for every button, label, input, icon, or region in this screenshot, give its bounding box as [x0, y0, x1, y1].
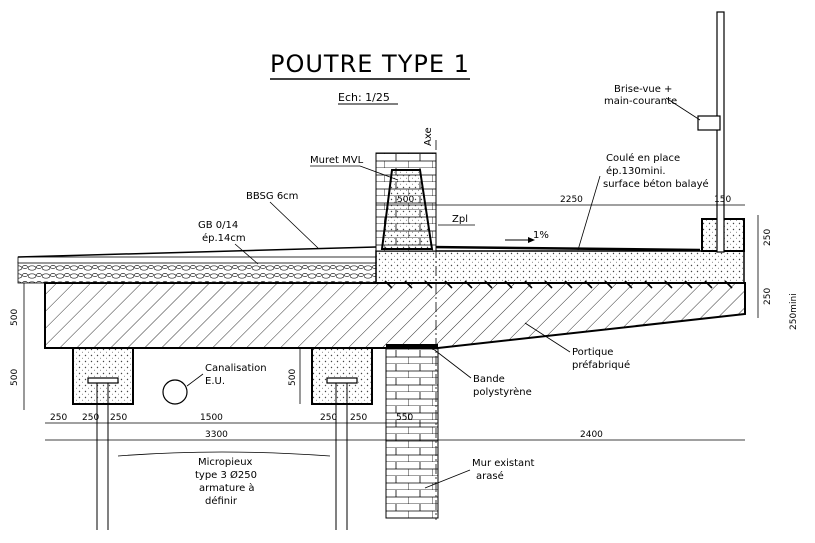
- leader-portique: [524, 322, 571, 353]
- dim-250-b: 250: [82, 413, 99, 423]
- leader-bande: [431, 347, 472, 379]
- label-micro-4: définir: [205, 495, 238, 507]
- leader-coule: [577, 175, 601, 251]
- label-micro-2: type 3 Ø250: [195, 469, 257, 481]
- railing-post: [716, 11, 725, 253]
- label-mur-1: Mur existant: [472, 458, 535, 469]
- label-mur-2: arasé: [476, 470, 504, 482]
- road-surface: [17, 246, 377, 258]
- asphalt-layer: [17, 256, 377, 264]
- label-muret: Muret MVL: [310, 155, 364, 166]
- existing-wall: [385, 347, 439, 519]
- gravel-layer: [17, 261, 377, 284]
- dim-250-c: 250: [110, 413, 127, 423]
- dim-250-right-2: 250: [763, 288, 773, 305]
- railing-bracket: [697, 115, 721, 131]
- leader-canal: [186, 373, 204, 387]
- label-zpl: Zpl: [452, 214, 468, 225]
- label-canal-2: E.U.: [205, 376, 225, 387]
- axis-label: Axe: [423, 127, 434, 146]
- polystyrene-band: [386, 344, 438, 349]
- rebar-row: [384, 280, 733, 289]
- muret-core: [380, 169, 434, 250]
- dim-250-d: 250: [320, 413, 337, 423]
- label-coule-2: ép.130mini.: [606, 165, 666, 177]
- precast-beam: [44, 282, 746, 349]
- drawing-title: POUTRE TYPE 1: [270, 50, 470, 78]
- dim-500-left: 500: [10, 309, 20, 326]
- label-brise-1: Brise-vue +: [614, 84, 672, 95]
- dim-150: 150: [714, 195, 731, 205]
- label-portique-1: Portique: [572, 347, 613, 358]
- dim-500-mid: 500: [288, 369, 298, 386]
- label-micro-3: armature à: [199, 482, 255, 494]
- leader-gb: [234, 243, 259, 265]
- dim-250-right: 250: [763, 229, 773, 246]
- label-bbsg: BBSG 6cm: [246, 191, 298, 202]
- label-coule-3: surface béton balayé: [603, 178, 709, 190]
- leader-mur: [424, 469, 471, 489]
- micropiles: [96, 383, 348, 530]
- label-bande-1: Bande: [473, 374, 505, 385]
- dim-250-mini: 250mini: [789, 293, 799, 330]
- dim-250-e: 250: [350, 413, 367, 423]
- dim-550: 550: [396, 413, 413, 423]
- cast-slab: [375, 250, 745, 284]
- label-portique-2: préfabriqué: [572, 359, 630, 371]
- dim-500-left-2: 500: [10, 369, 20, 386]
- footing-middle: [311, 347, 373, 405]
- dim-2400: 2400: [580, 430, 603, 440]
- label-bande-2: polystyrène: [473, 386, 532, 398]
- label-gb-2: ép.14cm: [202, 232, 246, 244]
- leader-brise: [665, 97, 701, 121]
- scale-label: Ech: 1/25: [338, 91, 390, 104]
- micropile-heads: [87, 377, 358, 384]
- label-slope: 1%: [533, 230, 549, 241]
- leader-bbsg: [269, 201, 319, 249]
- dim-3300: 3300: [205, 430, 228, 440]
- label-brise-2: main-courante: [604, 96, 677, 107]
- leader-micro: [117, 451, 331, 457]
- dim-2250: 2250: [560, 195, 583, 205]
- footing-left: [72, 347, 134, 405]
- dimension-lines: [23, 204, 759, 441]
- label-canal-1: Canalisation: [205, 363, 267, 374]
- label-coule-1: Coulé en place: [606, 152, 680, 164]
- sewer-pipe: [162, 379, 188, 405]
- leader-muret-2: [359, 165, 399, 181]
- label-micro-1: Micropieux: [198, 457, 253, 468]
- dim-500-top: 500: [397, 195, 414, 205]
- dim-250-a: 250: [50, 413, 67, 423]
- dim-1500: 1500: [200, 413, 223, 423]
- label-gb-1: GB 0/14: [198, 220, 238, 231]
- slab-top-slope: [429, 245, 701, 252]
- slope-arrowhead: [528, 237, 535, 243]
